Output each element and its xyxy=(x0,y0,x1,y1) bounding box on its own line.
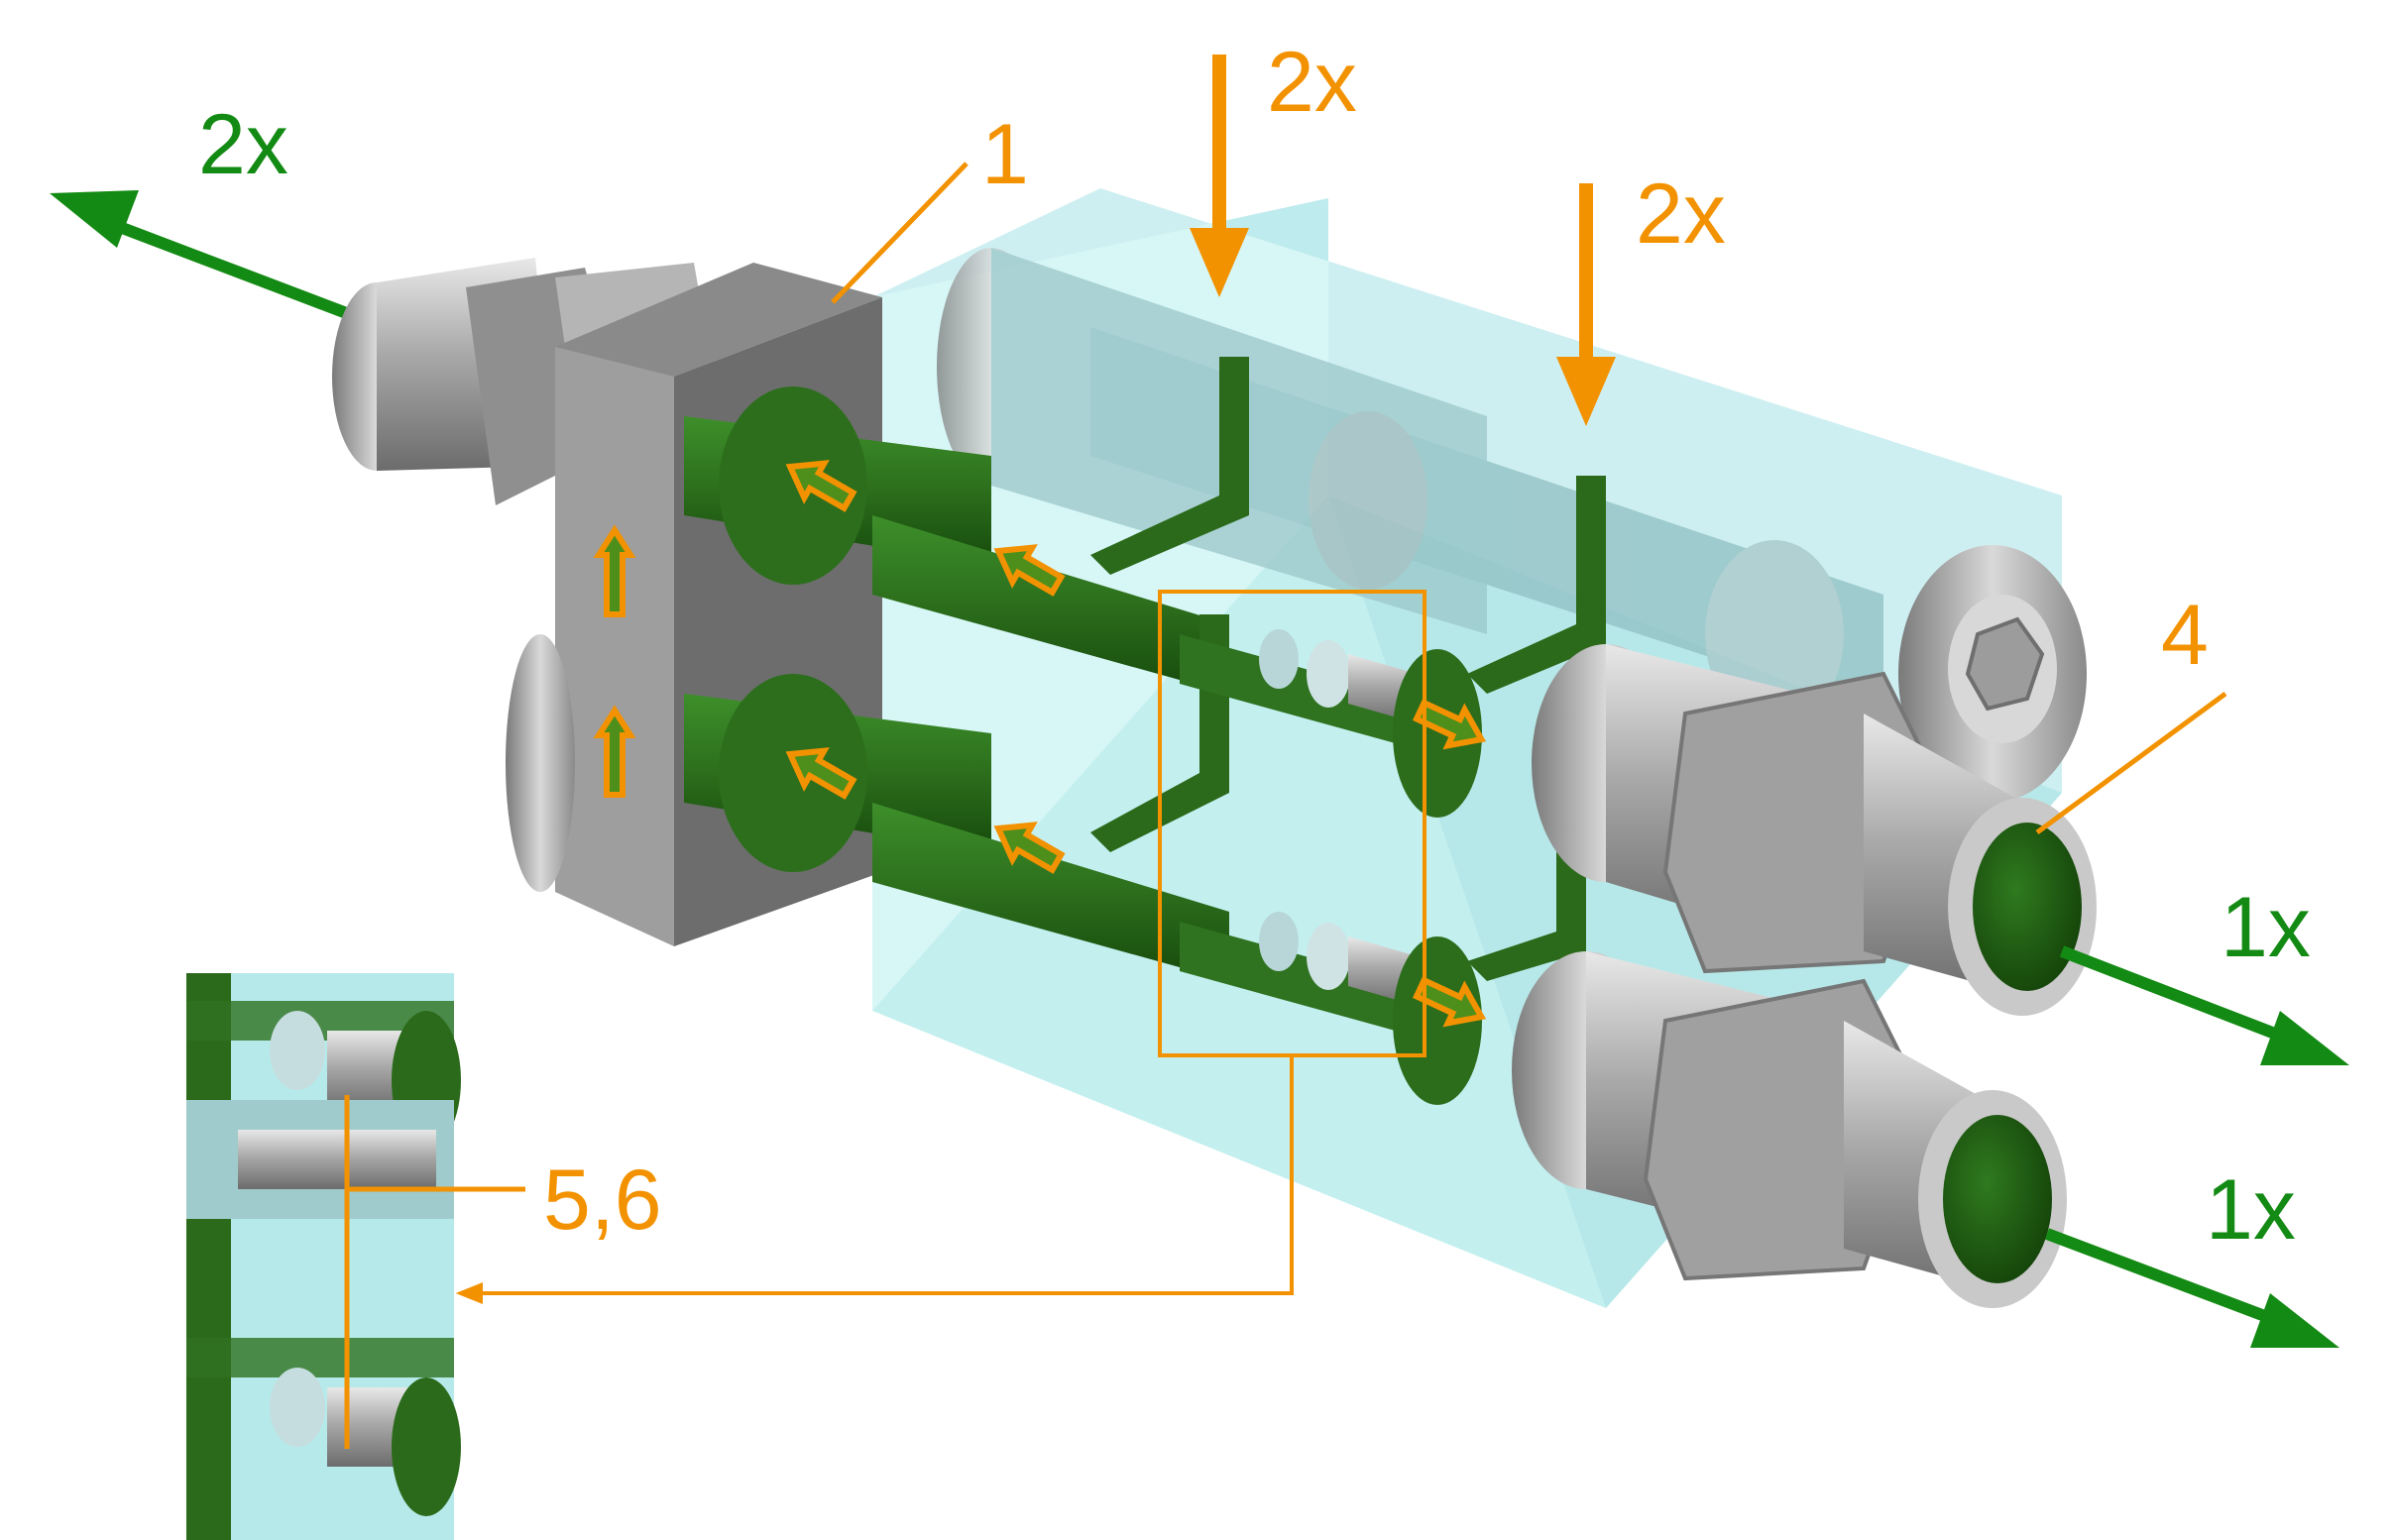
label-outlet-top: 1x xyxy=(2221,880,2311,975)
label-inlet-b: 2x xyxy=(1636,166,1726,262)
label-part-1: 1 xyxy=(981,107,1029,202)
outlet-fittings xyxy=(1512,644,2097,1308)
label-inlet-a: 2x xyxy=(1267,35,1357,130)
label-outlet-bottom: 1x xyxy=(2206,1162,2296,1258)
label-part-4: 4 xyxy=(2161,588,2209,683)
leader-lines xyxy=(831,162,2227,835)
leader-part-1 xyxy=(831,162,969,304)
flow-arrow-plate-upper xyxy=(593,524,636,617)
inlet-arrow-b xyxy=(1556,183,1616,426)
flow-arrow-up-1 xyxy=(785,460,857,512)
leader-part-4 xyxy=(2035,691,2227,835)
cap-screw xyxy=(1898,545,2087,803)
outlet-arrow-bottom xyxy=(2044,1228,2339,1348)
label-flow-left: 2x xyxy=(198,97,288,192)
detail-callout xyxy=(455,590,1426,1304)
outlet-arrow-top xyxy=(2059,945,2349,1065)
valve-parts xyxy=(1259,629,1482,1105)
inlet-arrow-a xyxy=(1190,55,1249,297)
flow-arrow-up-2 xyxy=(993,544,1066,597)
detail-leader xyxy=(461,1055,1294,1295)
label-part-56: 5,6 xyxy=(543,1153,662,1248)
flow-arrow-low-2 xyxy=(993,822,1066,874)
outlet-arrow-left xyxy=(50,190,360,323)
flow-arrow-plate-lower xyxy=(593,705,636,798)
flow-arrow-low-1 xyxy=(785,747,857,800)
inset-detail xyxy=(186,973,525,1540)
